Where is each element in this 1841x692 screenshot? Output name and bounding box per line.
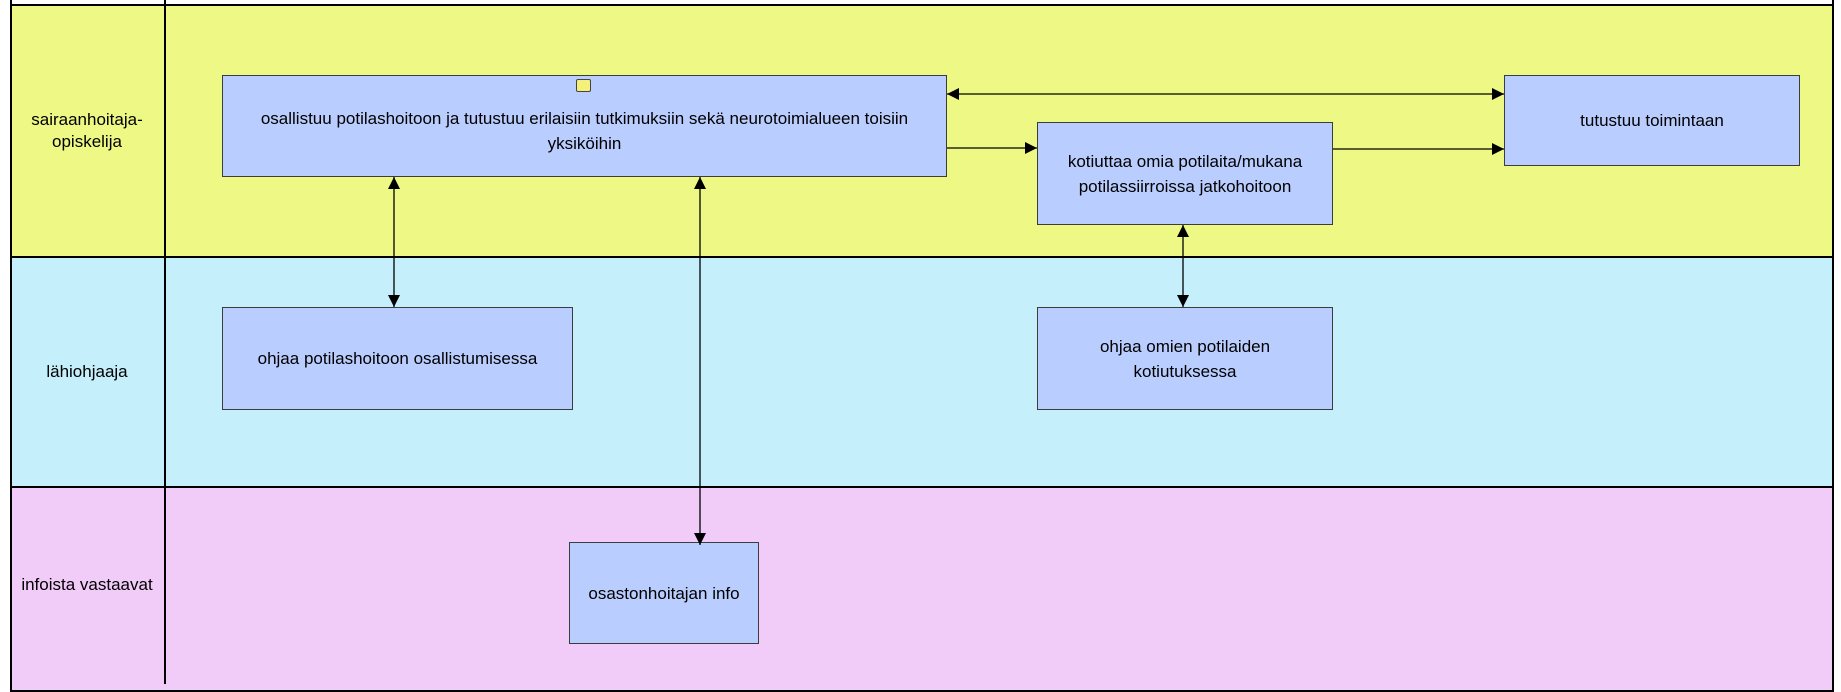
task-head-nurse-info[interactable]: osastonhoitajan info [569,542,759,644]
lane-label-student: sairaanhoitaja- opiskelija [31,110,143,151]
task-participate-care-label: osallistuu potilashoitoon ja tutustuu er… [260,109,909,153]
task-discharge-patients-label: kotiuttaa omia potilaita/mukana potilass… [1067,151,1303,196]
task-familiarize-label: tutustuu toimintaan [1580,111,1724,130]
lane-divider-mentor [164,256,166,488]
lane-info [10,486,1834,692]
task-guide-discharge-label: ohjaa omien potilaiden kotiutuksessa [1099,336,1271,381]
lane-divider-info [164,486,166,684]
task-guide-care[interactable]: ohjaa potilashoitoon osallistumisessa [222,307,573,410]
lane-divider-top [164,0,166,6]
task-guide-care-label: ohjaa potilashoitoon osallistumisessa [257,349,538,368]
task-guide-discharge[interactable]: ohjaa omien potilaiden kotiutuksessa [1037,307,1333,410]
task-familiarize[interactable]: tutustuu toimintaan [1504,75,1800,166]
lane-divider-student [164,4,166,258]
task-discharge-patients[interactable]: kotiuttaa omia potilaita/mukana potilass… [1037,122,1333,225]
lane-label-mentor: lähiohjaaja [46,362,128,381]
lane-label-info: infoista vastaavat [21,575,153,594]
note-icon [576,79,591,92]
task-participate-care[interactable]: osallistuu potilashoitoon ja tutustuu er… [222,75,947,177]
task-head-nurse-info-label: osastonhoitajan info [588,583,740,603]
